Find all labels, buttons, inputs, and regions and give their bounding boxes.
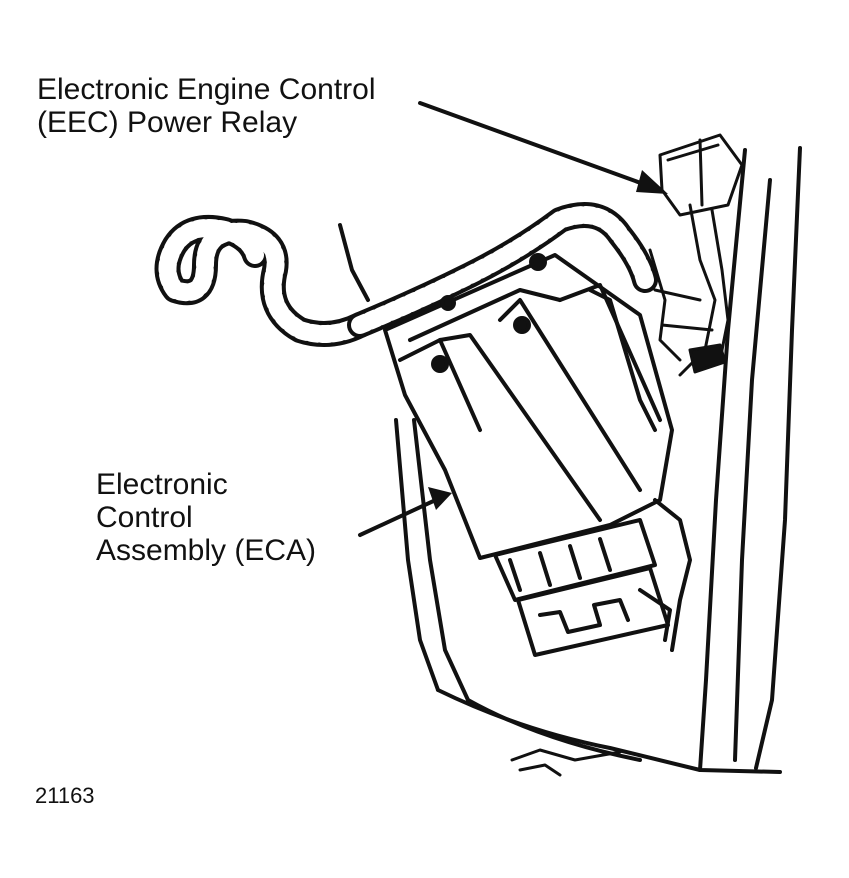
relay-label-line-2: (EEC) Power Relay [37, 106, 298, 139]
eca-label: Electronic Control Assembly (ECA) [96, 468, 316, 567]
wiring-harness [154, 202, 658, 347]
eec-power-relay-label: Electronic Engine Control (EEC) Power Re… [37, 73, 376, 139]
eca-label-line-3: Assembly (ECA) [96, 534, 317, 567]
kick-panel [338, 146, 802, 774]
figure-number: 21163 [35, 783, 95, 808]
eca-connector [493, 498, 692, 657]
callout-arrows [358, 101, 662, 537]
eca-label-line-2: Control [96, 501, 193, 534]
eca-module [383, 253, 674, 560]
eec-power-relay [648, 133, 744, 377]
eca-label-line-1: Electronic [96, 468, 228, 501]
ground-strap [510, 748, 622, 777]
relay-label-line-1: Electronic Engine Control [37, 73, 376, 106]
arrowheads [428, 170, 668, 510]
